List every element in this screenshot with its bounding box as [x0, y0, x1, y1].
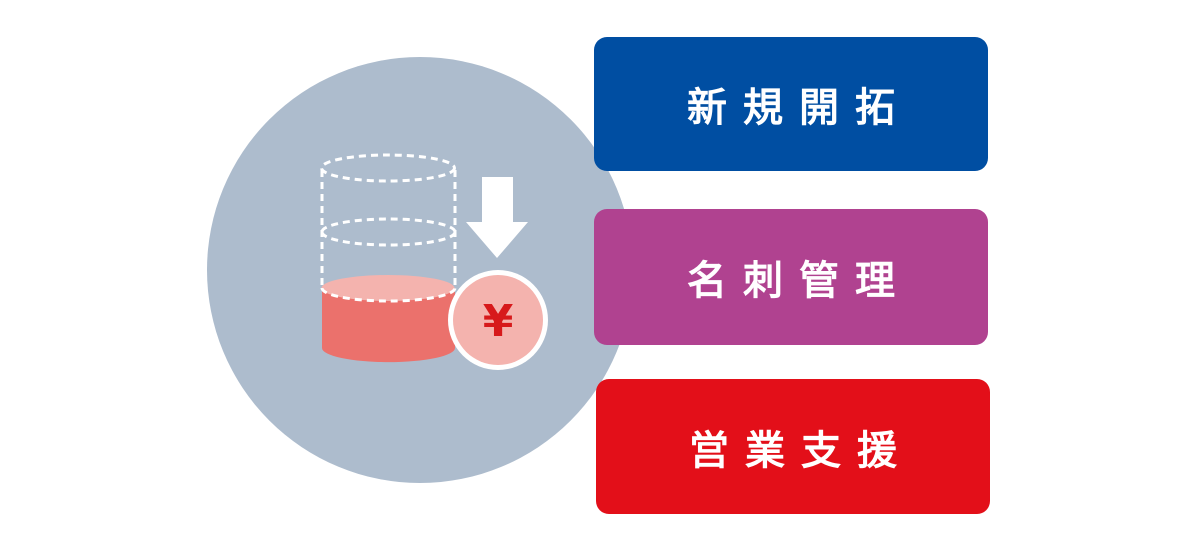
yen-coin-icon: ¥ — [448, 270, 548, 370]
business-card-management-box: 名刺管理 — [594, 209, 988, 345]
box-label: 新規開拓 — [687, 85, 911, 131]
yen-symbol: ¥ — [483, 296, 514, 347]
arrow-down-icon — [466, 177, 528, 258]
new-development-box: 新規開拓 — [594, 37, 988, 171]
box-label: 名刺管理 — [687, 258, 911, 304]
cost-cylinder-icon — [320, 153, 457, 363]
sales-support-box: 営業支援 — [596, 379, 990, 514]
background-circle — [207, 57, 633, 483]
box-label: 営業支援 — [689, 427, 913, 474]
